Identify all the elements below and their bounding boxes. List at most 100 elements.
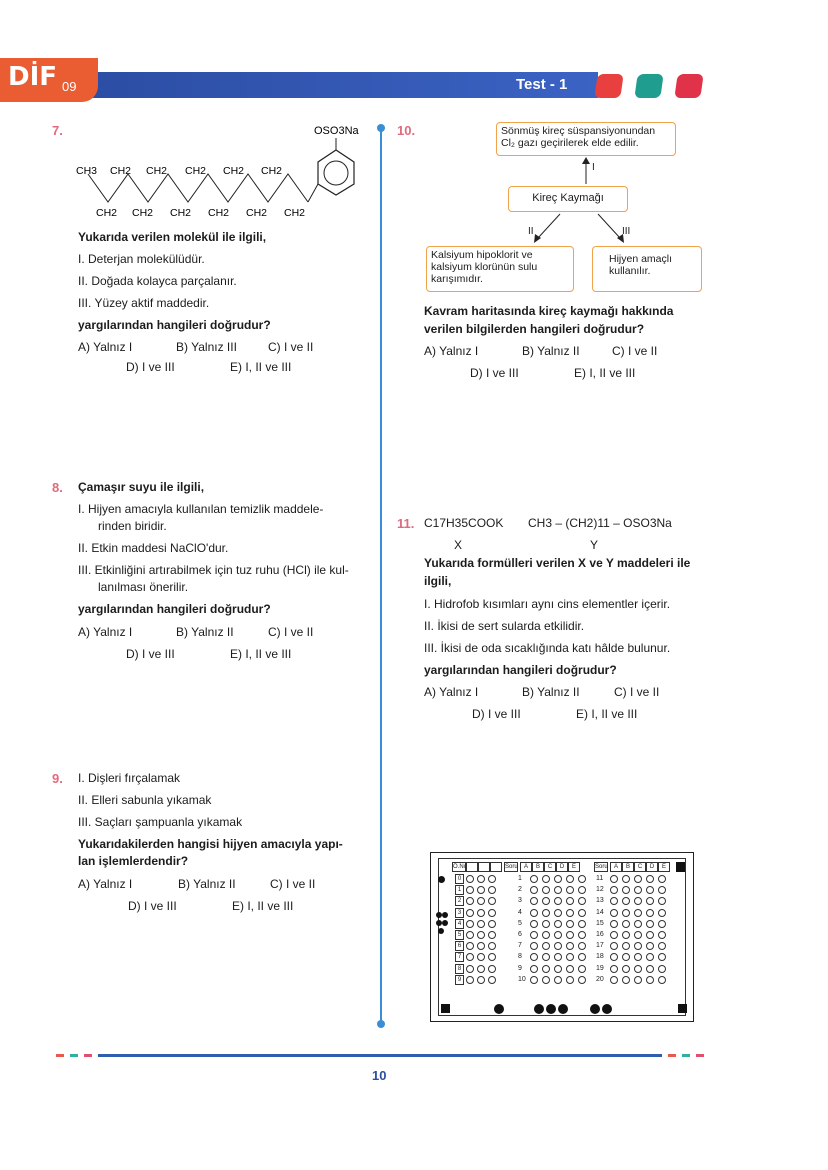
q8-option-d[interactable]: D) I ve III [126,647,175,661]
q7-option-b[interactable]: B) Yalnız III [176,340,237,354]
bubble-icon[interactable] [530,919,538,928]
bubble-icon[interactable] [646,908,654,917]
q9-option-b[interactable]: B) Yalnız II [178,877,236,891]
bubble-icon[interactable] [578,964,586,973]
bubble-icon[interactable] [554,886,562,895]
bubble-icon[interactable] [634,931,642,939]
bubble-icon[interactable] [488,919,496,928]
bubble-icon[interactable] [477,897,485,906]
bubble-icon[interactable] [634,886,642,895]
bubble-icon[interactable] [530,942,538,951]
bubble-icon[interactable] [477,964,485,973]
bubble-icon[interactable] [488,953,496,962]
bubble-icon[interactable] [658,953,666,962]
bubble-icon[interactable] [622,875,630,883]
bubble-icon[interactable] [646,886,654,895]
q10-option-a[interactable]: A) Yalnız I [424,344,479,358]
bubble-icon[interactable] [566,919,574,928]
bubble-icon[interactable] [530,908,538,917]
bubble-icon[interactable] [622,897,630,906]
bubble-icon[interactable] [622,919,630,928]
bubble-icon[interactable] [566,886,574,895]
q9-option-d[interactable]: D) I ve III [128,899,177,913]
bubble-icon[interactable] [578,919,586,928]
bubble-icon[interactable] [542,886,550,895]
bubble-icon[interactable] [658,919,666,928]
bubble-icon[interactable] [530,875,538,883]
bubble-icon[interactable] [578,931,586,939]
bubble-icon[interactable] [530,953,538,962]
bubble-icon[interactable] [488,908,496,917]
bubble-icon[interactable] [530,975,538,984]
bubble-icon[interactable] [530,931,538,939]
bubble-icon[interactable] [658,908,666,917]
bubble-icon[interactable] [542,953,550,962]
bubble-icon[interactable] [554,919,562,928]
q8-option-a[interactable]: A) Yalnız I [78,625,133,639]
bubble-icon[interactable] [578,942,586,951]
bubble-icon[interactable] [466,875,474,883]
bubble-icon[interactable] [578,975,586,984]
bubble-icon[interactable] [488,875,496,883]
bubble-icon[interactable] [554,942,562,951]
bubble-icon[interactable] [622,942,630,951]
bubble-icon[interactable] [610,953,618,962]
bubble-icon[interactable] [477,919,485,928]
bubble-icon[interactable] [542,897,550,906]
bubble-icon[interactable] [477,875,485,883]
bubble-icon[interactable] [542,931,550,939]
bubble-icon[interactable] [488,975,496,984]
q10-option-e[interactable]: E) I, II ve III [574,366,636,380]
bubble-icon[interactable] [646,964,654,973]
bubble-icon[interactable] [634,964,642,973]
bubble-icon[interactable] [646,919,654,928]
bubble-icon[interactable] [542,975,550,984]
bubble-icon[interactable] [646,942,654,951]
bubble-icon[interactable] [466,964,474,973]
bubble-icon[interactable] [622,964,630,973]
q11-option-c[interactable]: C) I ve II [614,685,660,699]
q8-option-e[interactable]: E) I, II ve III [230,647,292,661]
bubble-icon[interactable] [542,942,550,951]
bubble-icon[interactable] [466,908,474,917]
bubble-icon[interactable] [658,897,666,906]
bubble-icon[interactable] [578,897,586,906]
bubble-icon[interactable] [488,897,496,906]
q10-option-b[interactable]: B) Yalnız II [522,344,580,358]
bubble-icon[interactable] [610,908,618,917]
bubble-icon[interactable] [634,908,642,917]
bubble-icon[interactable] [542,964,550,973]
bubble-icon[interactable] [610,919,618,928]
q11-option-b[interactable]: B) Yalnız II [522,685,580,699]
bubble-icon[interactable] [634,975,642,984]
bubble-icon[interactable] [488,931,496,939]
q8-option-b[interactable]: B) Yalnız II [176,625,234,639]
bubble-icon[interactable] [578,908,586,917]
bubble-icon[interactable] [622,953,630,962]
q7-option-c[interactable]: C) I ve II [268,340,314,354]
bubble-icon[interactable] [634,897,642,906]
bubble-icon[interactable] [578,953,586,962]
bubble-icon[interactable] [466,942,474,951]
bubble-icon[interactable] [658,975,666,984]
bubble-icon[interactable] [542,919,550,928]
bubble-icon[interactable] [610,975,618,984]
bubble-icon[interactable] [477,953,485,962]
bubble-icon[interactable] [646,875,654,883]
bubble-icon[interactable] [466,953,474,962]
bubble-icon[interactable] [610,875,618,883]
bubble-icon[interactable] [554,931,562,939]
bubble-icon[interactable] [646,897,654,906]
bubble-icon[interactable] [566,942,574,951]
bubble-icon[interactable] [466,931,474,939]
bubble-icon[interactable] [622,886,630,895]
bubble-icon[interactable] [622,931,630,939]
bubble-icon[interactable] [634,919,642,928]
bubble-icon[interactable] [622,975,630,984]
bubble-icon[interactable] [566,908,574,917]
bubble-icon[interactable] [466,919,474,928]
bubble-icon[interactable] [542,875,550,883]
q7-option-e[interactable]: E) I, II ve III [230,360,292,374]
bubble-icon[interactable] [578,875,586,883]
bubble-icon[interactable] [646,931,654,939]
